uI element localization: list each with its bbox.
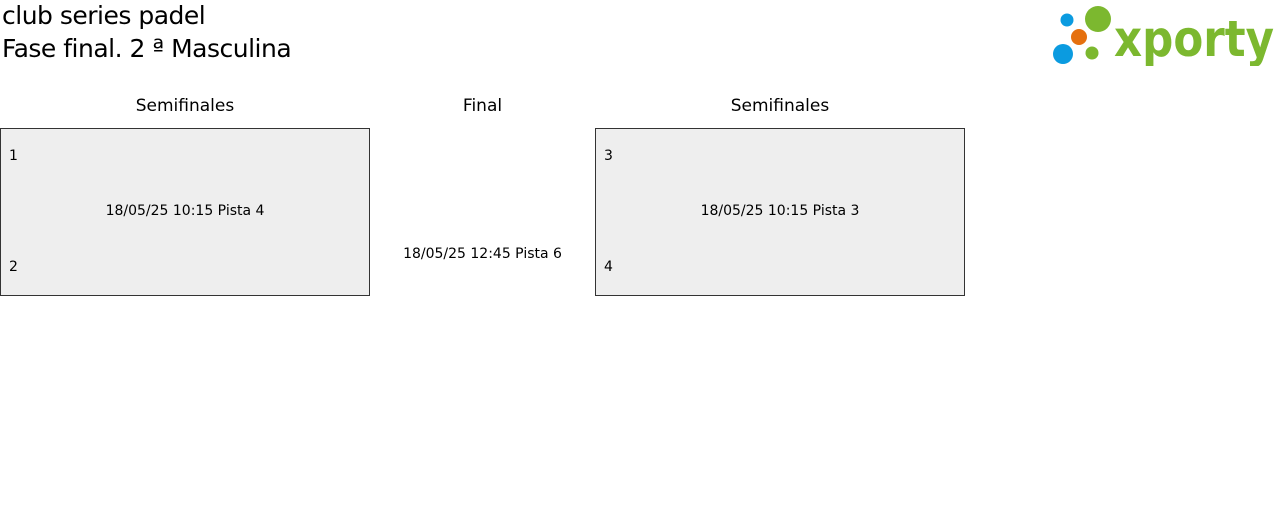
tournament-name: club series padel [2, 1, 206, 30]
match-info: 18/05/25 10:15 Pista 3 [700, 203, 860, 219]
seed-top: 1 [9, 148, 18, 164]
final-match-info: 18/05/25 12:45 Pista 6 [403, 246, 562, 262]
seed-bottom: 4 [604, 259, 613, 275]
round-label-semifinal-left: Semifinales [135, 96, 235, 116]
match-info: 18/05/25 10:15 Pista 4 [105, 203, 265, 219]
round-label-final: Final [462, 96, 503, 116]
round-label-semifinal-right: Semifinales [730, 96, 830, 116]
seed-top: 3 [604, 148, 613, 164]
svg-text:xporty: xporty [1114, 10, 1274, 66]
seed-bottom: 2 [9, 259, 18, 275]
match-card-semifinal-left[interactable]: 1 18/05/25 10:15 Pista 4 2 [0, 128, 370, 296]
match-card-semifinal-right[interactable]: 3 18/05/25 10:15 Pista 3 4 [595, 128, 965, 296]
phase-title: Fase final. 2 ª Masculina [2, 34, 292, 63]
xporty-logo[interactable]: xporty [1050, 4, 1276, 66]
